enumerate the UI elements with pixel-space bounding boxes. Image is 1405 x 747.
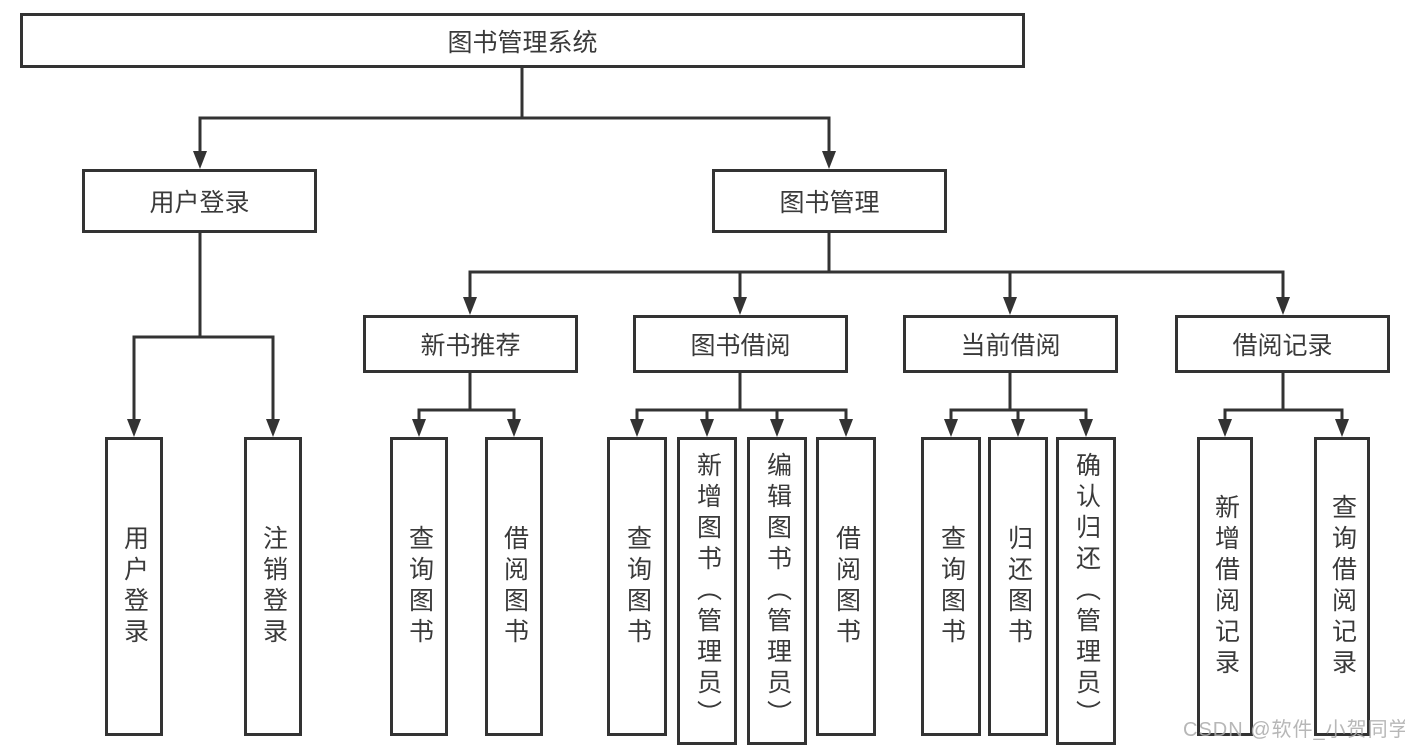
node-new-book-recommend: 新书推荐 bbox=[363, 315, 578, 373]
arrowhead-icon bbox=[733, 297, 747, 315]
node-label: 编辑图书（管理员） bbox=[763, 451, 792, 731]
arrowhead-icon bbox=[822, 151, 836, 169]
node-label: 当前借阅 bbox=[960, 332, 1061, 360]
leaf-borrow-query-book: 查询图书 bbox=[607, 437, 667, 736]
arrowhead-icon bbox=[1011, 419, 1025, 437]
node-label: 用户登录 bbox=[149, 189, 250, 217]
node-label: 确认归还（管理员） bbox=[1072, 451, 1101, 731]
leaf-borrow-edit-book-admin: 编辑图书（管理员） bbox=[747, 437, 807, 745]
node-user-login: 用户登录 bbox=[82, 169, 317, 233]
arrowhead-icon bbox=[1079, 419, 1093, 437]
csdn-watermark: CSDN @软件_小贺同学 bbox=[1183, 719, 1405, 741]
arrowhead-icon bbox=[1003, 297, 1017, 315]
arrowhead-icon bbox=[127, 419, 141, 437]
node-label: 新书推荐 bbox=[420, 332, 521, 360]
node-label: 归还图书 bbox=[1004, 524, 1033, 649]
arrowhead-icon bbox=[193, 151, 207, 169]
leaf-user-login: 用户登录 bbox=[105, 437, 163, 736]
leaf-recommend-borrow-book: 借阅图书 bbox=[485, 437, 543, 736]
leaf-records-query-record: 查询借阅记录 bbox=[1314, 437, 1370, 736]
arrowhead-icon bbox=[630, 419, 644, 437]
arrowhead-icon bbox=[944, 419, 958, 437]
node-book-borrow: 图书借阅 bbox=[633, 315, 848, 373]
arrowhead-icon bbox=[412, 419, 426, 437]
node-label: 查询图书 bbox=[405, 524, 434, 649]
leaf-recommend-query-book: 查询图书 bbox=[390, 437, 448, 736]
node-label: 新增借阅记录 bbox=[1211, 493, 1240, 680]
node-label: 借阅记录 bbox=[1232, 332, 1333, 360]
leaf-current-query-book: 查询图书 bbox=[921, 437, 981, 736]
node-label: 图书管理系统 bbox=[447, 28, 598, 57]
arrowhead-icon bbox=[1218, 419, 1232, 437]
arrowhead-icon bbox=[700, 419, 714, 437]
node-label: 查询图书 bbox=[937, 524, 966, 649]
arrowhead-icon bbox=[1276, 297, 1290, 315]
leaf-borrow-add-book-admin: 新增图书（管理员） bbox=[677, 437, 737, 745]
node-book-management: 图书管理 bbox=[712, 169, 947, 233]
arrowhead-icon bbox=[770, 419, 784, 437]
leaf-logout: 注销登录 bbox=[244, 437, 302, 736]
node-root-library-system: 图书管理系统 bbox=[20, 13, 1025, 68]
leaf-current-confirm-return-admin: 确认归还（管理员） bbox=[1056, 437, 1116, 745]
arrowhead-icon bbox=[507, 419, 521, 437]
node-label: 借阅图书 bbox=[832, 524, 861, 649]
leaf-records-add-record: 新增借阅记录 bbox=[1197, 437, 1253, 736]
node-label: 查询借阅记录 bbox=[1328, 493, 1357, 680]
arrowhead-icon bbox=[839, 419, 853, 437]
arrowhead-icon bbox=[1335, 419, 1349, 437]
node-label: 用户登录 bbox=[120, 524, 149, 649]
arrowhead-icon bbox=[463, 297, 477, 315]
arrowhead-icon bbox=[266, 419, 280, 437]
node-borrow-records: 借阅记录 bbox=[1175, 315, 1390, 373]
leaf-borrow-borrow-book: 借阅图书 bbox=[816, 437, 876, 736]
node-label: 新增图书（管理员） bbox=[693, 451, 722, 731]
node-label: 借阅图书 bbox=[500, 524, 529, 649]
node-current-borrow: 当前借阅 bbox=[903, 315, 1118, 373]
node-label: 查询图书 bbox=[623, 524, 652, 649]
leaf-current-return-book: 归还图书 bbox=[988, 437, 1048, 736]
node-label: 图书借阅 bbox=[690, 332, 791, 360]
node-label: 图书管理 bbox=[779, 189, 880, 217]
node-label: 注销登录 bbox=[259, 524, 288, 649]
